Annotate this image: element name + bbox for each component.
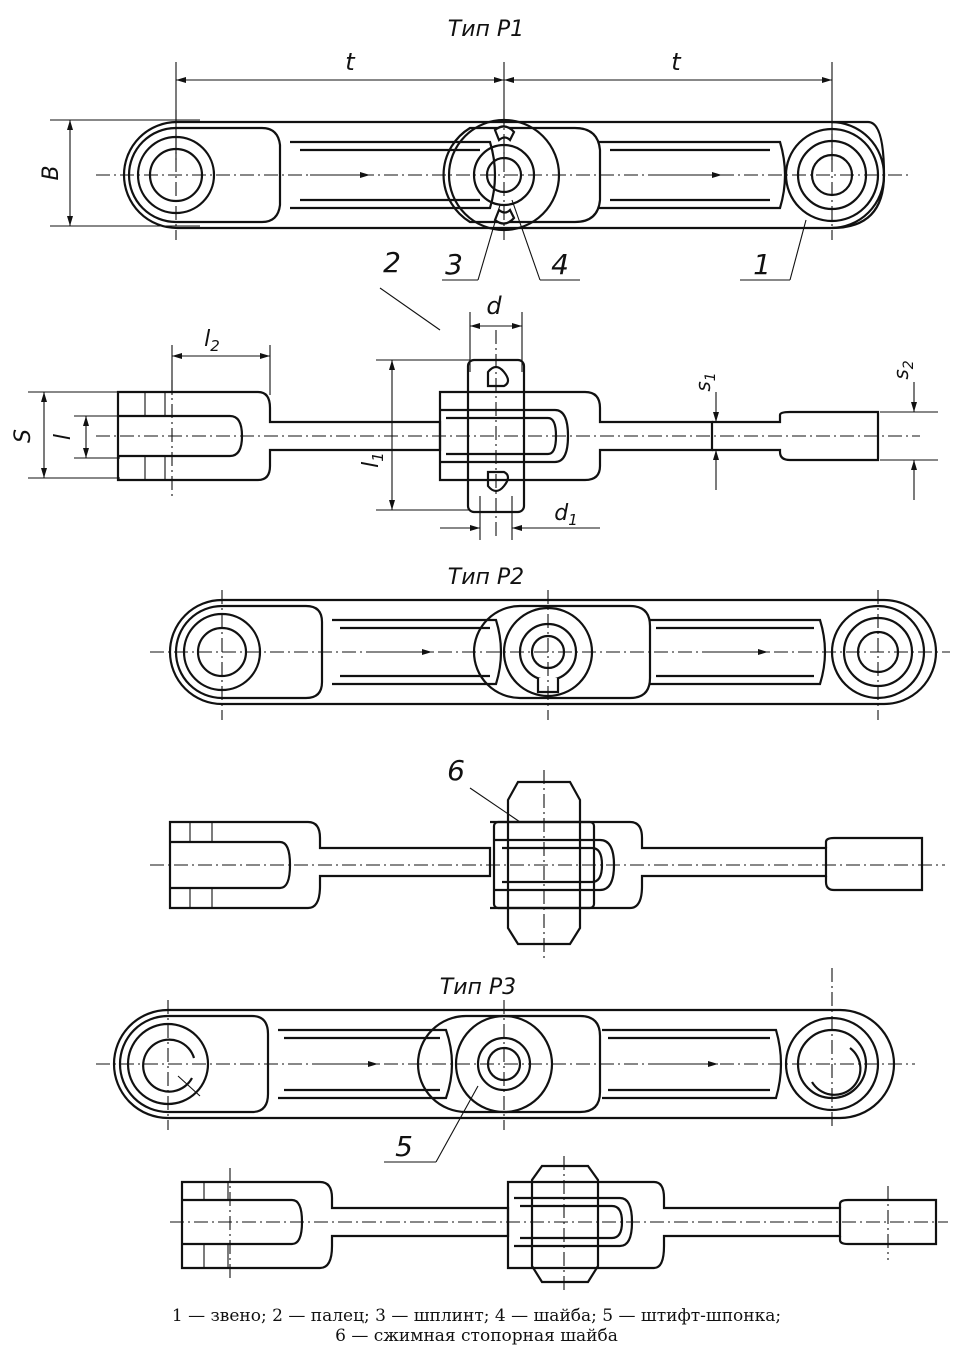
callout-2: 2 [383,246,401,279]
legend-line-2: 6 — сжимная стопорная шайба [335,1326,618,1346]
title-type-p2: Тип Р2 [448,565,524,590]
callout-3: 3 [445,248,463,281]
legend-line-1: 1 — звено; 2 — палец; 3 — шплинт; 4 — ша… [171,1306,782,1326]
pitch-label-1: t [345,48,356,76]
d1-label: d1 [554,501,578,529]
callout-1: 1 [753,248,771,281]
callout-5: 5 [395,1130,413,1163]
l-label: l [51,434,76,440]
type-p1-side-view: l2 S l d [11,292,938,540]
type-p3-top-view: Тип Р3 5 [96,968,915,1163]
l1-label: l1 [359,452,387,468]
s1-label: s1 [691,372,719,391]
type-p1-top-view: Тип Р1 t t B [39,17,910,331]
s2-label: s2 [889,360,917,379]
type-p2-top-view: Тип Р2 [150,565,950,720]
legend-caption: 1 — звено; 2 — палец; 3 — шплинт; 4 — ша… [0,1306,953,1346]
type-p3-side-view [170,1156,948,1294]
callout-4: 4 [551,248,569,281]
type-p2-side-view: 6 [150,754,945,958]
width-label: B [39,165,64,180]
callout-6: 6 [447,754,465,787]
chain-drawing: Тип Р1 t t B [11,17,950,1294]
title-type-p3: Тип Р3 [440,975,516,1000]
d-label: d [486,292,502,320]
title-type-p1: Тип Р1 [448,17,524,42]
l2-label: l2 [204,327,220,355]
pitch-label-2: t [671,48,682,76]
s-label: S [11,429,36,443]
